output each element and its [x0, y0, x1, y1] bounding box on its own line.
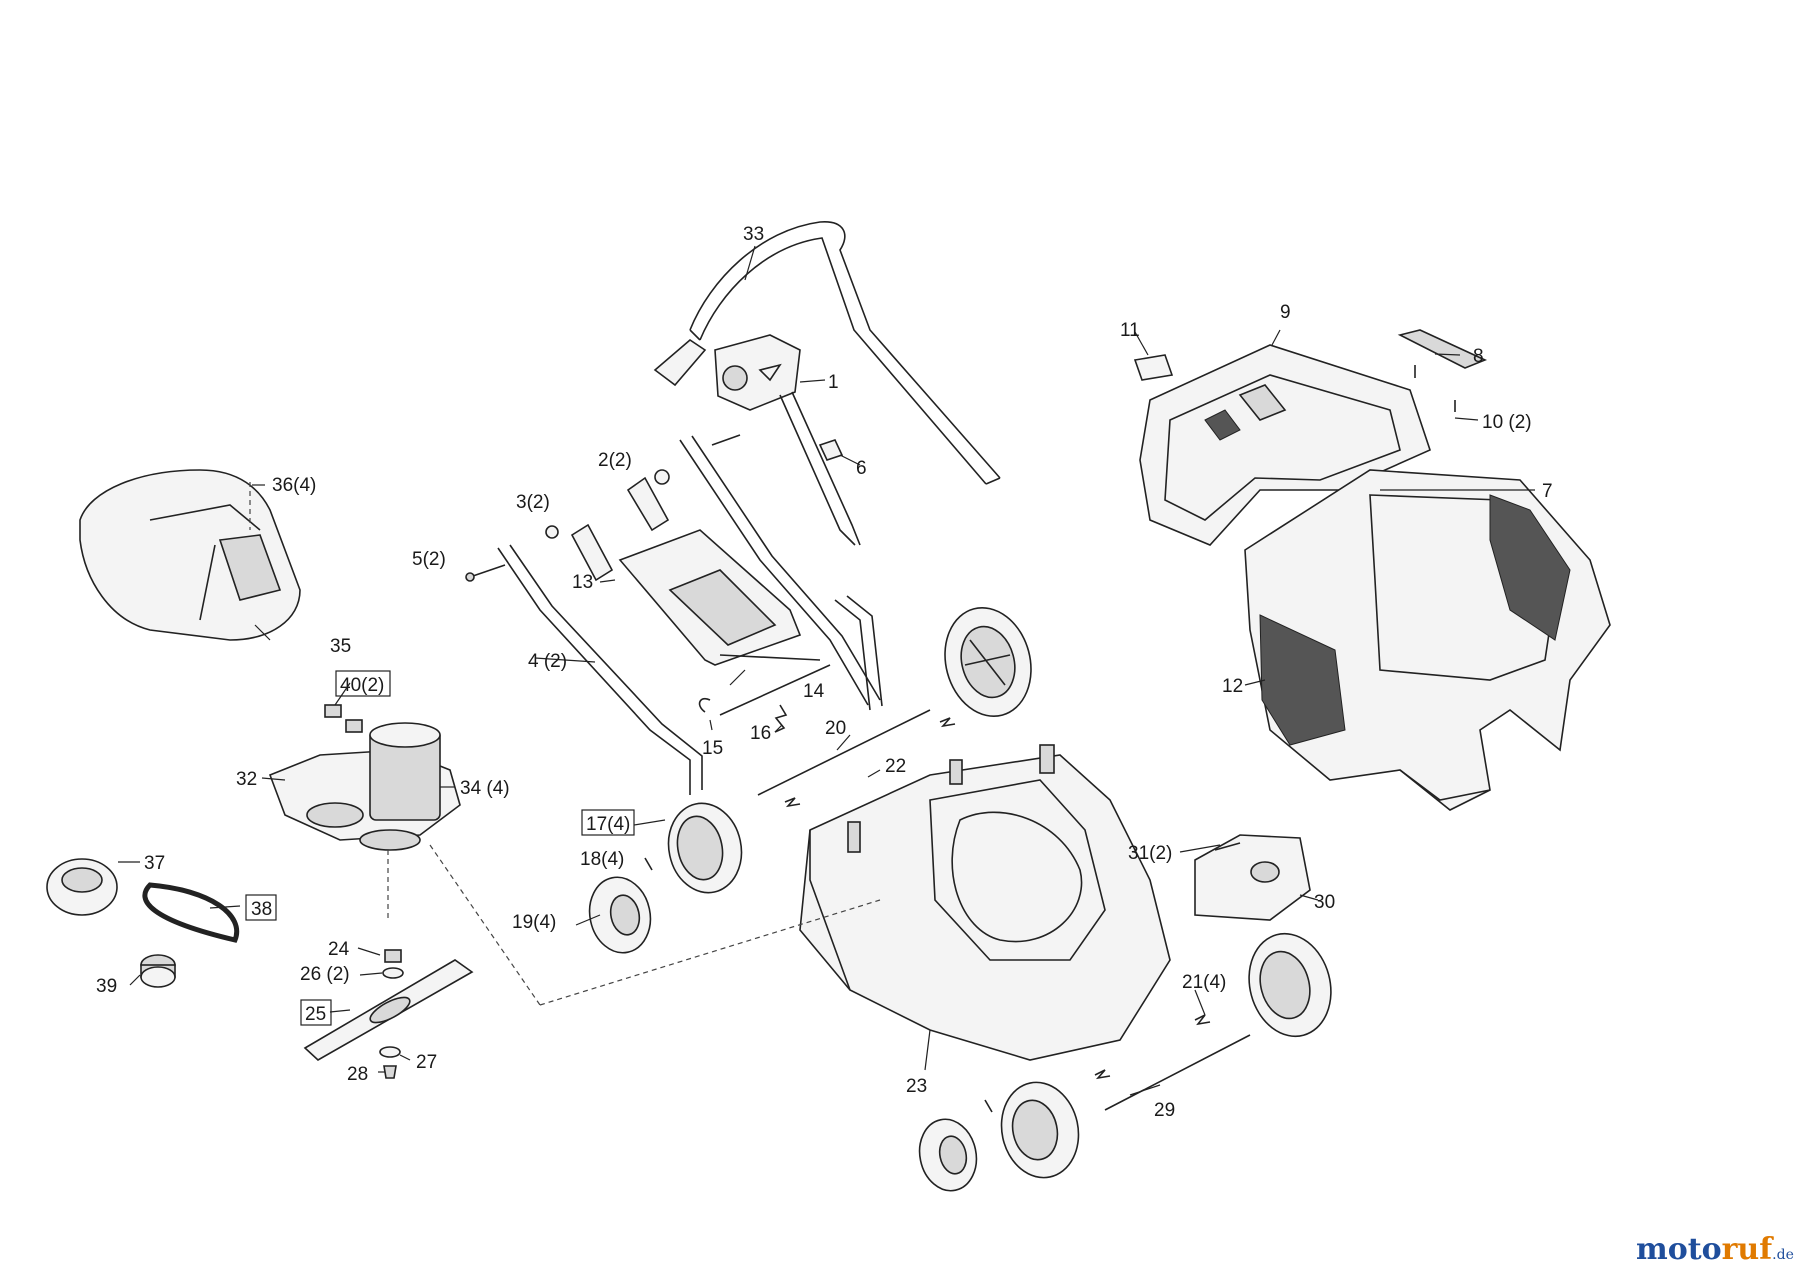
side-handle-left	[497, 544, 703, 795]
label-part-15: 15	[702, 738, 723, 759]
label-part-23: 23	[906, 1076, 927, 1097]
label-part-2: 2(2)	[598, 450, 632, 471]
label-part-39: 39	[96, 976, 117, 997]
axle-rod-20	[757, 709, 931, 796]
handle-strip-8	[1397, 329, 1488, 369]
blade	[303, 959, 474, 1061]
washer-27	[379, 1046, 401, 1058]
label-part-38: 38	[251, 899, 272, 920]
label-part-14: 14	[803, 681, 825, 702]
spacer-24	[384, 949, 402, 963]
clip-15	[698, 697, 711, 713]
washer-26	[382, 967, 404, 979]
label-part-40: 40(2)	[340, 675, 384, 696]
label-part-26: 26 (2)	[300, 964, 350, 985]
rear-wheel-lower	[1000, 1081, 1080, 1179]
upper-handle	[689, 221, 1001, 485]
label-part-22: 22	[885, 756, 906, 777]
motor-cover	[79, 469, 301, 641]
motor-unit	[268, 722, 461, 851]
label-part-21: 21(4)	[1182, 972, 1226, 993]
label-part-25: 25	[305, 1004, 326, 1025]
label-part-18: 18(4)	[580, 849, 624, 870]
watermark-part2: ruf	[1721, 1232, 1773, 1267]
label-part-16: 16	[750, 723, 771, 744]
drive-belt	[142, 882, 240, 943]
label-part-35: 35	[330, 636, 351, 657]
label-part-34: 34 (4)	[460, 778, 510, 799]
label-part-13: 13	[572, 572, 593, 593]
label-part-12: 12	[1222, 676, 1243, 697]
hub-cap-19	[588, 876, 652, 954]
label-part-5: 5(2)	[412, 549, 446, 570]
label-part-29: 29	[1154, 1100, 1175, 1121]
grass-level-cover	[618, 529, 821, 666]
label-part-28: 28	[347, 1064, 368, 1085]
label-part-17: 17(4)	[586, 814, 630, 835]
label-part-11: 11	[1120, 320, 1140, 341]
front-wheel-17	[667, 802, 743, 894]
label-part-7: 7	[1542, 481, 1553, 502]
latch-11	[1133, 354, 1174, 381]
pulley	[46, 858, 118, 916]
label-part-4: 4 (2)	[528, 651, 567, 672]
label-part-1: 1	[828, 372, 839, 393]
label-part-30: 30	[1314, 892, 1335, 913]
handle-knob-set	[465, 434, 741, 582]
cable-clip	[818, 439, 844, 461]
label-part-9: 9	[1280, 302, 1291, 323]
spring-16	[774, 704, 788, 733]
nut-39	[140, 954, 176, 988]
hub-cap-lower	[918, 1118, 978, 1192]
leader-lines	[118, 245, 1535, 1096]
label-part-31: 31(2)	[1128, 843, 1172, 864]
watermark-part3: .de	[1772, 1247, 1794, 1263]
grass-box-top	[1139, 344, 1431, 546]
label-part-20: 20	[825, 718, 846, 739]
rear-wheel-upper	[944, 606, 1032, 718]
motoruf-watermark: motoruf.de	[1636, 1232, 1794, 1267]
switch-box	[653, 334, 801, 411]
watermark-part1: moto	[1636, 1232, 1722, 1267]
label-part-6: 6	[856, 458, 867, 479]
grass-box-body	[1244, 469, 1611, 811]
label-part-27: 27	[416, 1052, 437, 1073]
carbon-brush	[324, 704, 363, 733]
rear-wheel-21	[1248, 932, 1332, 1038]
spring-21	[1194, 1014, 1211, 1026]
label-part-24: 24	[328, 939, 350, 960]
axle-rod-14	[719, 664, 831, 716]
lower-handle-bar	[679, 391, 881, 706]
label-part-37: 37	[144, 853, 165, 874]
bolt-28	[383, 1065, 397, 1079]
pin-18	[644, 857, 653, 871]
label-part-3: 3(2)	[516, 492, 550, 513]
side-handle-right	[834, 595, 883, 711]
mower-deck	[799, 744, 1171, 1061]
label-part-8: 8	[1473, 346, 1484, 367]
label-part-19: 19(4)	[512, 912, 556, 933]
rear-axle	[1104, 1034, 1251, 1111]
label-part-36: 36(4)	[272, 475, 316, 496]
label-part-10: 10 (2)	[1482, 412, 1532, 433]
label-part-32: 32	[236, 769, 257, 790]
rear-flap	[1194, 834, 1311, 921]
label-part-33: 33	[743, 224, 764, 245]
